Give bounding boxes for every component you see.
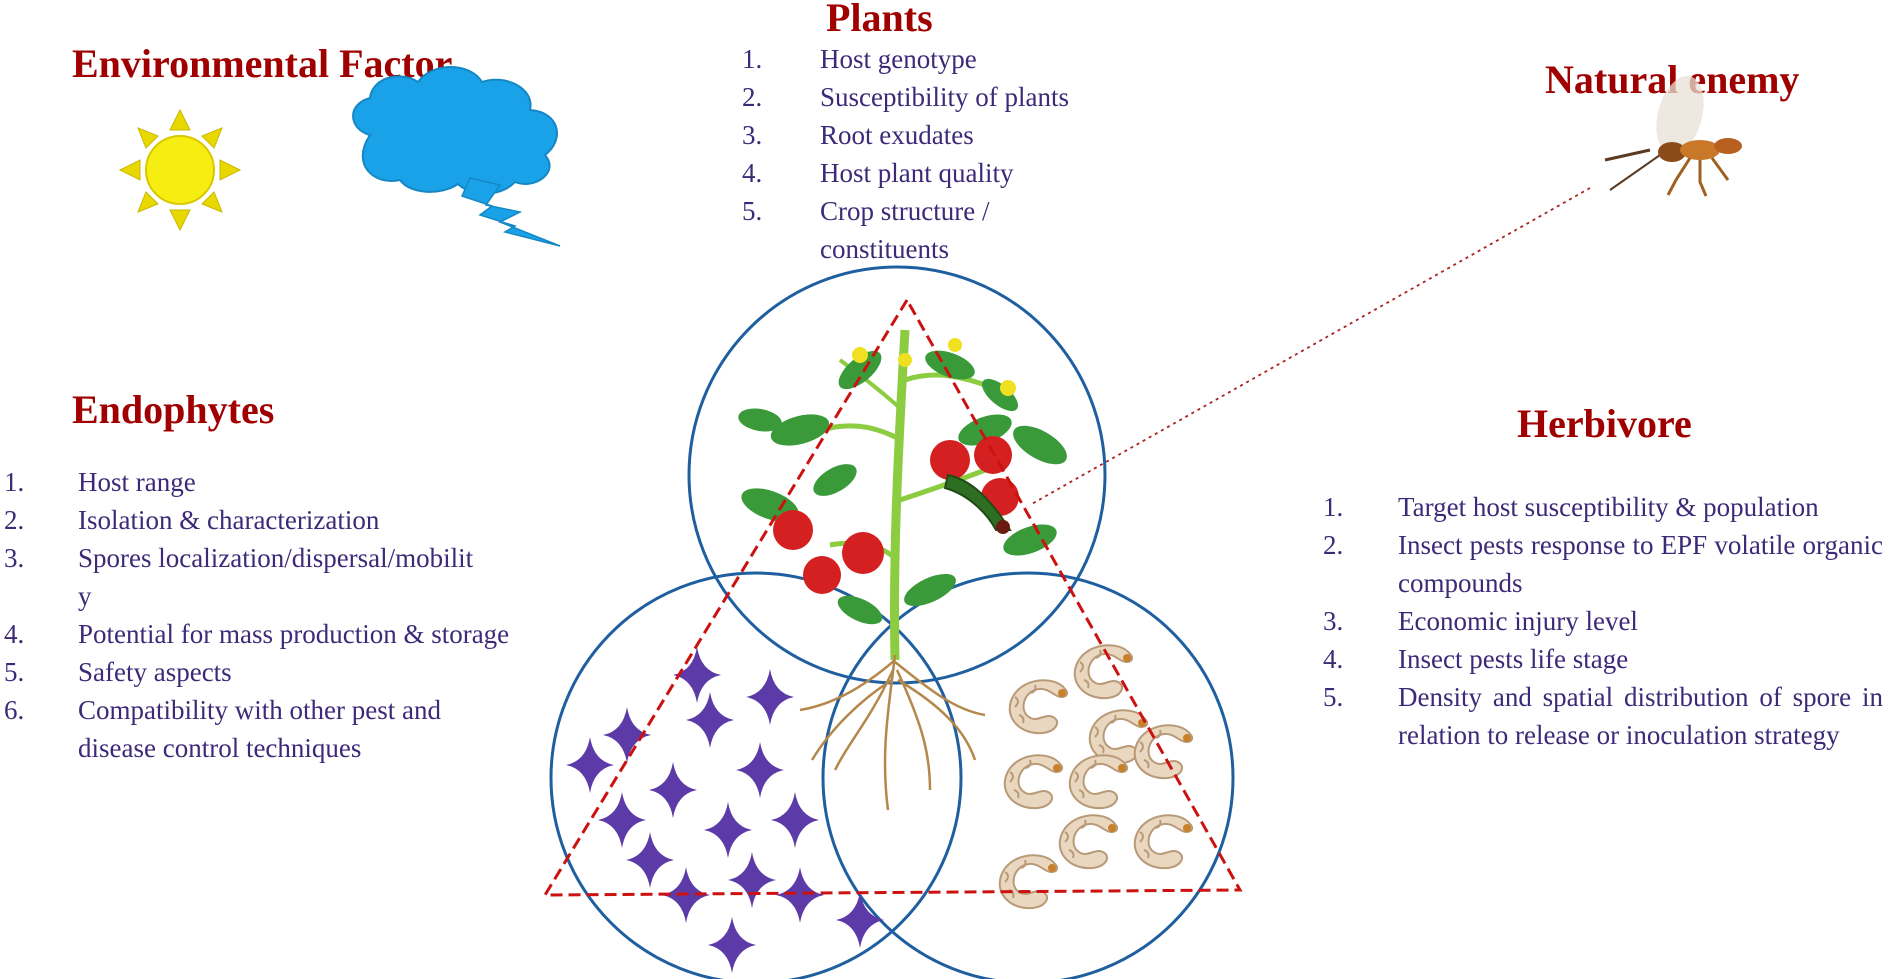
plants-heading: Plants: [826, 0, 933, 40]
list-item: 5. Safety aspects: [4, 653, 524, 691]
item-number: 1.: [4, 467, 25, 497]
grub-icon: [1133, 814, 1194, 870]
item-text: Isolation & characterization: [78, 505, 380, 535]
item-text: Root exudates: [820, 120, 974, 150]
item-text: Susceptibility of plants: [820, 82, 1069, 112]
item-text: Compatibility with other pest and diseas…: [78, 695, 441, 763]
wasp-icon: [1604, 75, 1742, 197]
spore-icon: [728, 852, 776, 908]
herbivore-circle: [821, 571, 1235, 979]
item-text: Insect pests response to EPF volatile or…: [1398, 530, 1883, 598]
item-number: 4.: [1323, 644, 1344, 674]
list-item: 4. Potential for mass production & storag…: [4, 615, 524, 653]
plant-circle: [687, 265, 1107, 685]
grub-cluster: [998, 644, 1194, 910]
tomato-plant-icon: [738, 329, 1067, 661]
spore-icon: [771, 792, 819, 848]
interaction-dotted-line: [1029, 187, 1591, 506]
item-number: 3.: [1323, 606, 1344, 636]
spore-icon: [649, 762, 697, 818]
spore-icon: [708, 917, 756, 973]
grub-icon: [1068, 754, 1129, 810]
spore-icon: [776, 867, 824, 923]
spore-icon: [736, 742, 784, 798]
item-text: Spores localization/dispersal/mobilit y: [78, 543, 474, 611]
list-item: 3. Spores localization/dispersal/mobilit …: [4, 539, 524, 615]
item-text: Density and spatial distribution of spor…: [1398, 682, 1883, 750]
item-number: 2.: [1323, 530, 1344, 560]
grub-icon: [1058, 814, 1119, 870]
interaction-triangle: [542, 297, 1243, 897]
spore-icon: [566, 737, 614, 793]
list-item: 2. Insect pests response to EPF volatile …: [1323, 526, 1883, 602]
item-number: 2.: [4, 505, 25, 535]
list-item: 1. Host genotype: [742, 40, 1102, 78]
list-item: 4. Insect pests life stage: [1323, 640, 1883, 678]
item-text: Host genotype: [820, 44, 977, 74]
item-text: Crop structure / constituents: [820, 196, 990, 264]
list-item: 3. Economic injury level: [1323, 602, 1883, 640]
spore-icon: [836, 892, 884, 948]
plants-factor-list: 1. Host genotype 2. Susceptibility of plan…: [742, 40, 1102, 268]
item-number: 5.: [4, 657, 25, 687]
item-number: 5.: [1323, 682, 1344, 712]
grub-icon: [1003, 754, 1064, 810]
grub-icon: [1073, 644, 1134, 700]
list-item: 1. Host range: [4, 463, 524, 501]
item-number: 1.: [742, 44, 763, 74]
list-item: 6. Compatibility with other pest and dise…: [4, 691, 524, 767]
list-item: 4. Host plant quality: [742, 154, 1102, 192]
spore-icon: [598, 792, 646, 848]
grub-icon: [998, 854, 1059, 910]
list-item: 1. Target host susceptibility & populatio…: [1323, 488, 1883, 526]
endophyte-circle: [549, 571, 963, 979]
item-number: 5.: [742, 196, 763, 226]
list-item: 5. Density and spatial distribution of sp…: [1323, 678, 1883, 754]
item-text: Safety aspects: [78, 657, 232, 687]
item-number: 3.: [4, 543, 25, 573]
grub-icon: [1008, 679, 1069, 735]
roots-icon: [799, 654, 986, 811]
caterpillar-icon: [943, 473, 1012, 534]
item-number: 2.: [742, 82, 763, 112]
item-text: Potential for mass production & storage: [78, 619, 510, 649]
herbivore-heading: Herbivore: [1517, 401, 1692, 446]
list-item: 2. Susceptibility of plants: [742, 78, 1102, 116]
spore-icon: [686, 692, 734, 748]
spore-icon: [626, 832, 674, 888]
spore-icon: [704, 802, 752, 858]
endophytes-heading: Endophytes: [72, 387, 275, 432]
item-number: 4.: [742, 158, 763, 188]
sun-icon: [118, 108, 242, 232]
item-text: Host range: [78, 467, 196, 497]
item-number: 4.: [4, 619, 25, 649]
item-number: 1.: [1323, 492, 1344, 522]
spore-icon: [746, 669, 794, 725]
cloud-icon: [352, 66, 561, 247]
item-text: Target host susceptibility & population: [1398, 492, 1819, 522]
item-number: 3.: [742, 120, 763, 150]
list-item: 3. Root exudates: [742, 116, 1102, 154]
item-text: Economic injury level: [1398, 606, 1638, 636]
herbivore-factor-list: 1. Target host susceptibility & populatio…: [1323, 488, 1883, 754]
item-text: Host plant quality: [820, 158, 1014, 188]
list-item: 5. Crop structure / constituents: [742, 192, 1102, 268]
endophytes-factor-list: 1. Host range 2. Isolation & characterizat…: [4, 463, 524, 767]
item-text: Insect pests life stage: [1398, 644, 1629, 674]
item-number: 6.: [4, 695, 25, 725]
list-item: 2. Isolation & characterization: [4, 501, 524, 539]
